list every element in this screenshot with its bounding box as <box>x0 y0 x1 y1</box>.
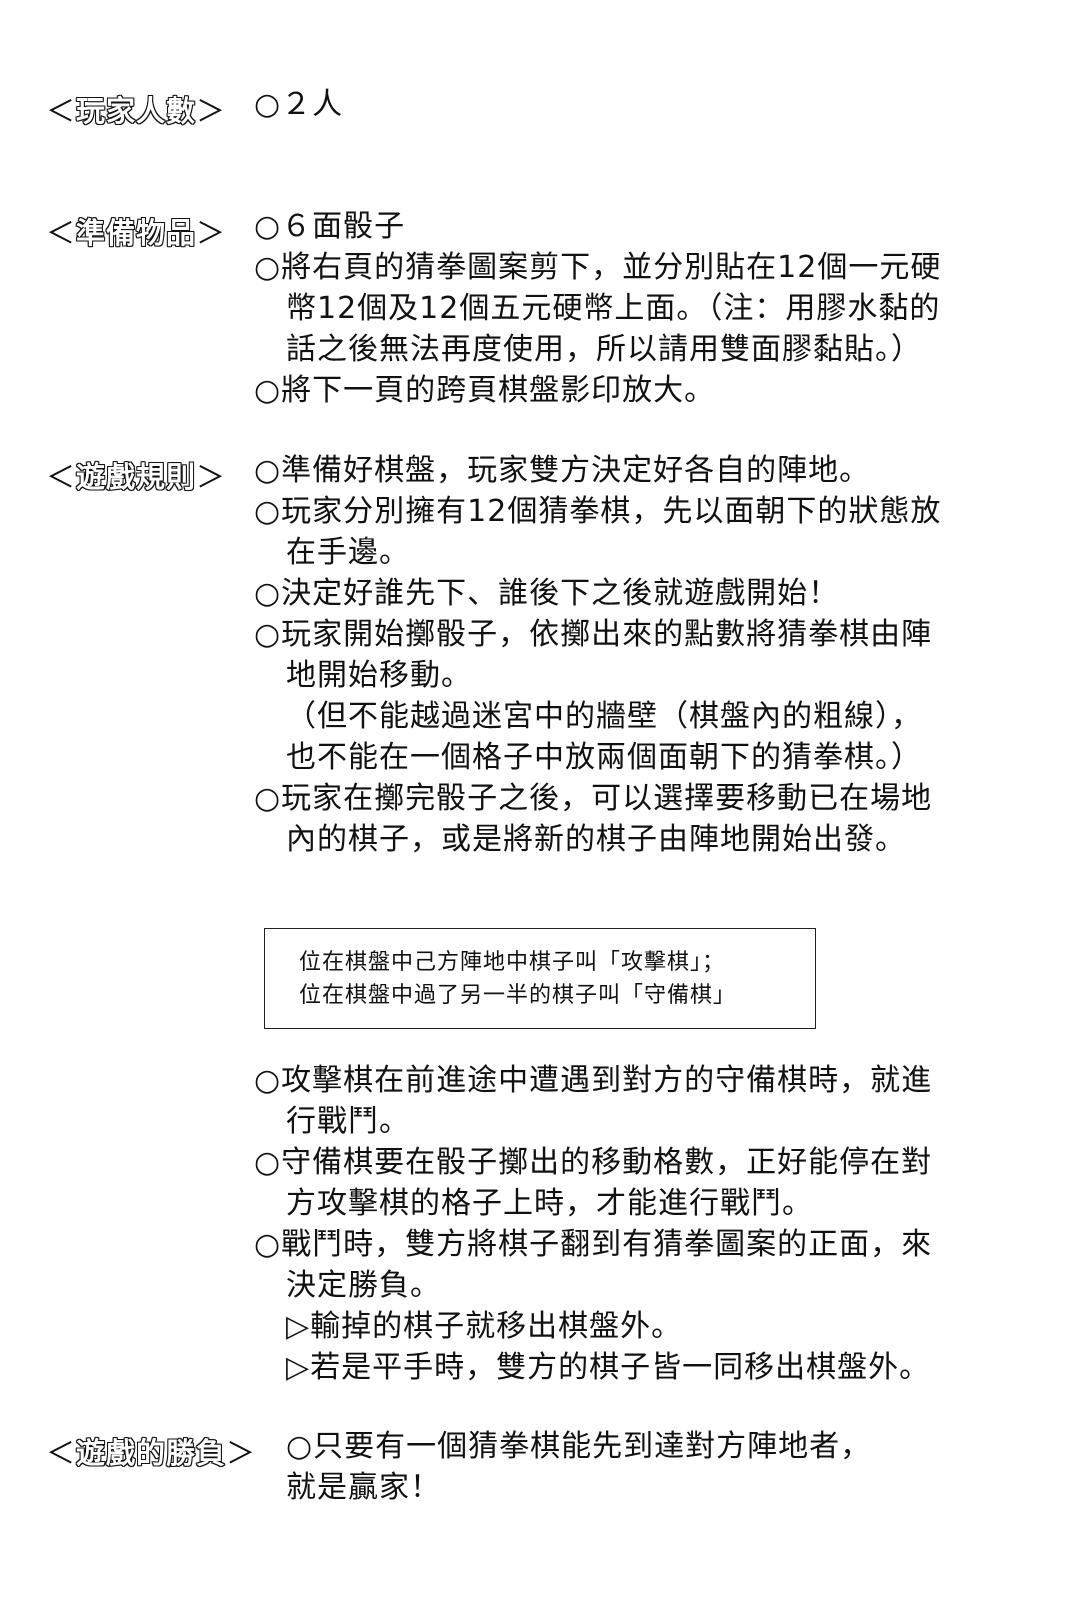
materials-line-4: 話之後無法再度使用，所以請用雙面膠黏貼。） <box>286 332 922 367</box>
battle-line-6: 決定勝負。 <box>286 1268 441 1303</box>
battle-line-1: ○攻擊棋在前進途中遭遇到對方的守備棋時，就進 <box>254 1063 933 1098</box>
heading-players: ＜玩家人數＞ <box>46 93 227 128</box>
heading-rules-text: 遊戲規則 <box>75 459 197 494</box>
note-box-line-2: 位在棋盤中過了另一半的棋子叫「守備棋」 <box>299 982 737 1008</box>
rules-line-8: 也不能在一個格子中放兩個面朝下的猜拳棋。） <box>286 740 922 775</box>
heading-players-text: 玩家人數 <box>75 93 197 128</box>
heading-victory: ＜遊戲的勝負＞ <box>46 1435 257 1470</box>
rules-line-2: ○玩家分別擁有12個猜拳棋，先以面朝下的狀態放 <box>254 494 942 529</box>
rules-line-6: 地開始移動。 <box>286 658 472 693</box>
battle-line-5: ○戰鬥時，雙方將棋子翻到有猜拳圖案的正面，來 <box>254 1227 933 1262</box>
victory-line-1: ○只要有一個猜拳棋能先到達對方陣地者， <box>286 1429 872 1464</box>
battle-line-7: ▷輸掉的棋子就移出棋盤外。 <box>286 1309 683 1344</box>
battle-line-4: 方攻擊棋的格子上時，才能進行戰鬥。 <box>286 1186 813 1221</box>
rules-line-5: ○玩家開始擲骰子，依擲出來的點數將猜拳棋由陣 <box>254 617 933 652</box>
materials-line-5: ○將下一頁的跨頁棋盤影印放大。 <box>254 373 716 408</box>
heading-materials: ＜準備物品＞ <box>46 215 227 250</box>
rules-line-10: 內的棋子，或是將新的棋子由陣地開始出發。 <box>286 822 906 857</box>
battle-line-8: ▷若是平手時，雙方的棋子皆一同移出棋盤外。 <box>286 1350 931 1385</box>
materials-line-2: ○將右頁的猜拳圖案剪下，並分別貼在12個一元硬 <box>254 250 942 285</box>
victory-line-2: 就是贏家！ <box>286 1470 441 1505</box>
materials-line-3: 幣12個及12個五元硬幣上面。（注：用膠水黏的 <box>286 291 941 326</box>
note-box: 位在棋盤中己方陣地中棋子叫「攻擊棋」； 位在棋盤中過了另一半的棋子叫「守備棋」 <box>264 928 816 1029</box>
rules-line-7: （但不能越過迷宮中的牆壁（棋盤內的粗線）， <box>286 699 922 734</box>
rules-line-3: 在手邊。 <box>286 535 410 570</box>
battle-line-3: ○守備棋要在骰子擲出的移動格數，正好能停在對 <box>254 1145 933 1180</box>
heading-materials-text: 準備物品 <box>75 215 197 250</box>
rules-line-4: ○決定好誰先下、誰後下之後就遊戲開始！ <box>254 576 840 611</box>
heading-rules: ＜遊戲規則＞ <box>46 459 227 494</box>
battle-line-2: 行戰鬥。 <box>286 1104 410 1139</box>
players-line-1: ○２人 <box>254 87 344 122</box>
rules-line-1: ○準備好棋盤，玩家雙方決定好各自的陣地。 <box>254 453 871 488</box>
heading-victory-text: 遊戲的勝負 <box>75 1435 227 1470</box>
note-box-line-1: 位在棋盤中己方陣地中棋子叫「攻擊棋」； <box>299 949 726 975</box>
materials-line-1: ○６面骰子 <box>254 209 406 244</box>
rules-line-9: ○玩家在擲完骰子之後，可以選擇要移動已在場地 <box>254 781 933 816</box>
